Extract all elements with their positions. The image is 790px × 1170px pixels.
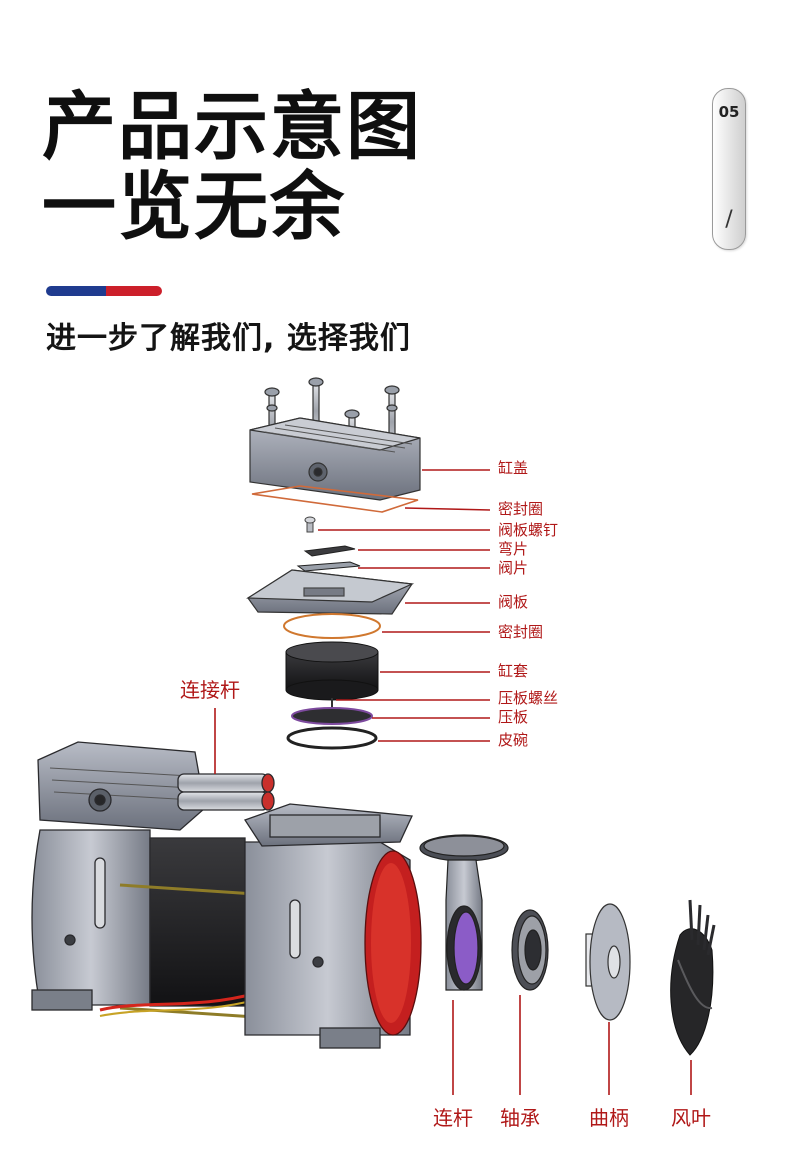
label-crank: 曲柄 — [589, 1106, 629, 1130]
valve-reed-parts — [296, 545, 361, 572]
label-bent-piece: 弯片 — [498, 540, 529, 558]
page-title-line-2: 一览无余 — [42, 164, 346, 250]
subtitle: 进一步了解我们, 选择我们 — [46, 321, 411, 356]
label-connecting-rod-top: 连接杆 — [180, 678, 240, 702]
accent-bar-blue — [46, 286, 108, 296]
page-number: 05 — [718, 103, 740, 121]
valve-plate-part — [246, 569, 415, 639]
page-number-badge: 05 / — [712, 88, 746, 250]
valve-plate-screw-part — [304, 516, 316, 533]
label-press-plate-screw: 压板螺丝 — [498, 689, 559, 707]
label-seal-ring-1: 密封圈 — [498, 500, 544, 518]
motor-housing-part — [31, 741, 422, 1049]
label-seal-ring-2: 密封圈 — [498, 623, 544, 641]
label-valve-plate: 阀板 — [498, 593, 529, 611]
cylinder-sleeve-part — [285, 641, 379, 701]
bearing-part — [511, 909, 549, 991]
cylinder-cover-part — [249, 377, 421, 513]
label-valve-piece: 阀片 — [498, 559, 529, 577]
label-fan-blade: 风叶 — [671, 1106, 711, 1130]
label-valve-plate-screw: 阀板螺钉 — [498, 521, 559, 539]
label-leather-cup: 皮碗 — [498, 731, 529, 749]
page-title-line-1: 产品示意图 — [42, 84, 422, 170]
fan-blade-part — [670, 899, 716, 1056]
leader-lines — [214, 469, 692, 1095]
label-bearing: 轴承 — [500, 1106, 540, 1130]
label-cylinder-cover: 缸盖 — [498, 459, 529, 477]
piston-assembly-part — [286, 698, 378, 750]
label-connecting-rod-bottom: 连杆 — [433, 1106, 473, 1130]
label-press-plate: 压板 — [498, 708, 529, 726]
connecting-rod-part — [419, 834, 509, 991]
label-cylinder-sleeve: 缸套 — [498, 662, 529, 680]
page-slash: / — [725, 207, 733, 232]
crank-part — [585, 903, 631, 1021]
accent-bar-red — [106, 286, 162, 296]
